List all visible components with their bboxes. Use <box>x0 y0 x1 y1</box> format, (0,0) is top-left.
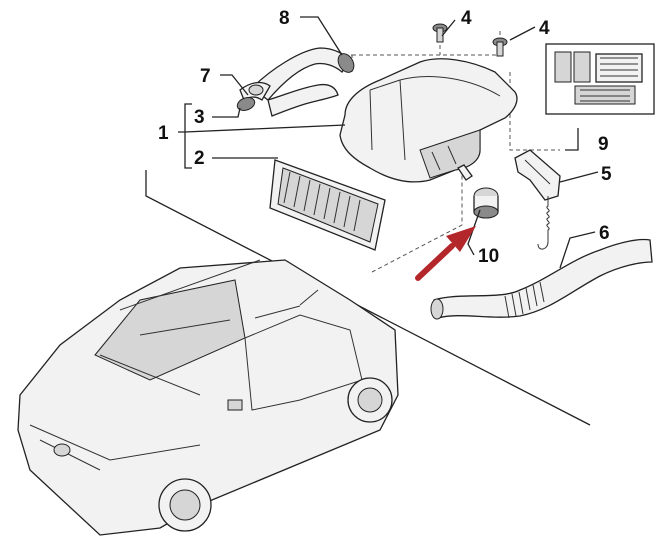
leader-3 <box>212 107 241 118</box>
leader-10 <box>467 209 481 256</box>
dashed-guide-bottom <box>371 175 463 273</box>
car-illustration <box>17 259 399 536</box>
leader-4a <box>441 19 456 37</box>
leader-4b <box>509 26 536 41</box>
callout-6: 6 <box>599 223 610 244</box>
callout-4-left: 4 <box>461 8 472 29</box>
bolt-left <box>432 23 448 43</box>
callout-9: 9 <box>598 134 609 155</box>
callout-3: 3 <box>194 107 205 128</box>
leader-9 <box>565 128 579 151</box>
highlight-arrow <box>415 226 476 281</box>
callout-5: 5 <box>601 164 612 185</box>
leader-8 <box>300 16 343 56</box>
grommet <box>473 187 499 219</box>
intake-duct <box>430 238 653 320</box>
small-hoses <box>236 81 271 111</box>
callout-7: 7 <box>200 66 211 87</box>
dashed-guide-right <box>509 72 560 151</box>
bolt-right <box>492 37 508 57</box>
callout-2: 2 <box>194 148 205 169</box>
leader-1 <box>184 124 346 133</box>
divider-line <box>145 170 591 426</box>
callout-10: 10 <box>478 246 499 267</box>
air-filter-element <box>269 159 386 251</box>
leader-5 <box>559 171 599 183</box>
callout-8: 8 <box>279 8 290 29</box>
leader-7 <box>220 74 249 96</box>
leader-6 <box>559 231 596 269</box>
bracket-1 <box>178 103 192 169</box>
bracket-with-spring <box>514 149 561 250</box>
callout-4-right: 4 <box>539 18 550 39</box>
air-filter-housing <box>339 58 518 183</box>
filter-kit-box <box>545 43 655 115</box>
upper-hose <box>251 47 355 117</box>
callout-1: 1 <box>158 123 169 144</box>
